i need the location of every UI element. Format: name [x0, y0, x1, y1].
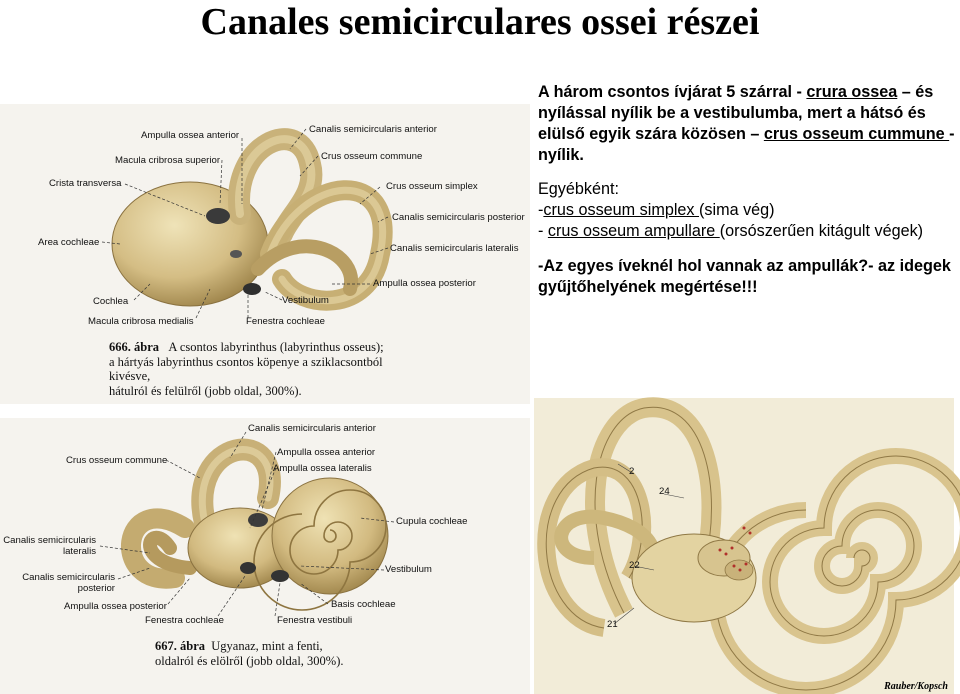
figure-number-2: 2: [629, 466, 635, 477]
label-crus-osseum-commune: Crus osseum commune: [321, 151, 423, 162]
figure-number-21: 21: [607, 619, 618, 630]
label-ampulla-ossea-anterior: Ampulla ossea anterior: [277, 447, 376, 458]
caption-line: A csontos labyrinthus (labyrinthus osseu…: [168, 340, 384, 354]
paragraph-egyebkent: Egyébként: -crus osseum simplex (sima vé…: [538, 179, 958, 242]
label-cochlea: Cochlea: [93, 296, 129, 307]
explanation-text: A három csontos ívjárat 5 szárral - crur…: [538, 82, 958, 298]
caption-line: Ugyanaz, mint a fenti,: [211, 639, 323, 653]
term-crus-osseum-commune: crus osseum cummune: [763, 125, 950, 143]
label-ampulla-ossea-anterior: Ampulla ossea anterior: [141, 130, 240, 141]
caption-line: kivésve,: [109, 369, 151, 383]
label-crista-transversa: Crista transversa: [49, 178, 122, 189]
figure-667: Canalis semicircularis anterior Crus oss…: [0, 418, 530, 694]
label-ampulla-ossea-posterior: Ampulla ossea posterior: [373, 278, 476, 289]
caption-number: 666. ábra: [109, 340, 159, 354]
text-run: (orsószerűen kitágult végek): [719, 222, 924, 240]
label-canalis-semicircularis-lateralis: Canalis semicircularis lateralis: [3, 535, 96, 557]
label-ampulla-ossea-posterior: Ampulla ossea posterior: [64, 601, 167, 612]
label-canalis-semicircularis-anterior: Canalis semicircularis anterior: [309, 124, 437, 135]
caption-666: 666. ábra A csontos labyrinthus (labyrin…: [109, 340, 409, 398]
label-crus-osseum-commune: Crus osseum commune: [66, 455, 168, 466]
text-run: (sima vég): [699, 201, 775, 219]
label-canalis-semicircularis-anterior: Canalis semicircularis anterior: [248, 423, 376, 434]
label-cupula-cochleae: Cupula cochleae: [396, 516, 468, 527]
label-ampulla-ossea-lateralis: Ampulla ossea lateralis: [273, 463, 372, 474]
text-run: A három csontos ívjárat 5 szárral -: [538, 83, 807, 101]
term-crus-osseum-simplex: crus osseum simplex: [543, 201, 700, 219]
membranous-labyrinth-illustration: [537, 397, 960, 694]
text-run: -: [538, 201, 544, 219]
term-crus-osseum-ampullare: crus osseum ampullare: [547, 222, 720, 240]
figure-membranous-labyrinth: 2 24 22 21 Rauber/Kopsch: [534, 397, 960, 694]
label-fenestra-vestibuli: Fenestra vestibuli: [277, 615, 353, 626]
caption-line: oldalról és elölről (jobb oldal, 300%).: [155, 653, 344, 668]
label-vestibulum: Vestibulum: [282, 295, 329, 306]
caption-line: hátulról és felülről (jobb oldal, 300%).: [109, 383, 302, 398]
text-run: – és nyílással nyílik be a vestibulumba,…: [538, 83, 934, 143]
label-vestibulum: Vestibulum: [385, 564, 432, 575]
figure-666: Ampulla ossea anterior Macula cribrosa s…: [0, 104, 530, 404]
figure-number-22: 22: [629, 560, 640, 571]
image-credit: Rauber/Kopsch: [884, 681, 948, 692]
caption-number: 667. ábra: [155, 639, 205, 653]
term-crura-ossea: crura ossea: [806, 83, 898, 101]
text-run: Egyébként:: [538, 180, 619, 198]
label-fenestra-cochleae: Fenestra cochleae: [246, 316, 325, 327]
label-macula-cribrosa-superior: Macula cribrosa superior: [115, 155, 221, 166]
labyrinth-illustration-bottom: [99, 431, 395, 617]
caption-667: 667. ábra Ugyanaz, mint a fenti, oldalró…: [155, 639, 415, 668]
text-run: - nyílik.: [538, 125, 955, 164]
slide-title: Canales semicirculares ossei részei: [200, 1, 760, 43]
paragraph-crura-ossea: A három csontos ívjárat 5 szárral - crur…: [538, 82, 958, 166]
figure-number-24: 24: [659, 486, 670, 497]
text-run: –: [750, 125, 760, 143]
caption-line: a hártyás labyrinthus csontos köpenye a …: [109, 354, 383, 369]
text-run: -: [538, 222, 548, 240]
label-macula-cribrosa-medialis: Macula cribrosa medialis: [88, 316, 194, 327]
label-canalis-semicircularis-posterior: Canalis semicircularis posterior: [392, 212, 525, 223]
label-canalis-semicircularis-lateralis: Canalis semicircularis lateralis: [390, 243, 519, 254]
label-canalis-semicircularis-posterior: Canalis semicircularis posterior: [22, 572, 115, 594]
label-crus-osseum-simplex: Crus osseum simplex: [386, 181, 478, 192]
label-basis-cochleae: Basis cochleae: [331, 599, 396, 610]
labyrinth-illustration-top: [101, 128, 393, 319]
label-area-cochleae: Area cochleae: [38, 237, 100, 248]
label-fenestra-cochleae: Fenestra cochleae: [145, 615, 224, 626]
paragraph-question: -Az egyes íveknél hol vannak az ampullák…: [538, 257, 951, 296]
